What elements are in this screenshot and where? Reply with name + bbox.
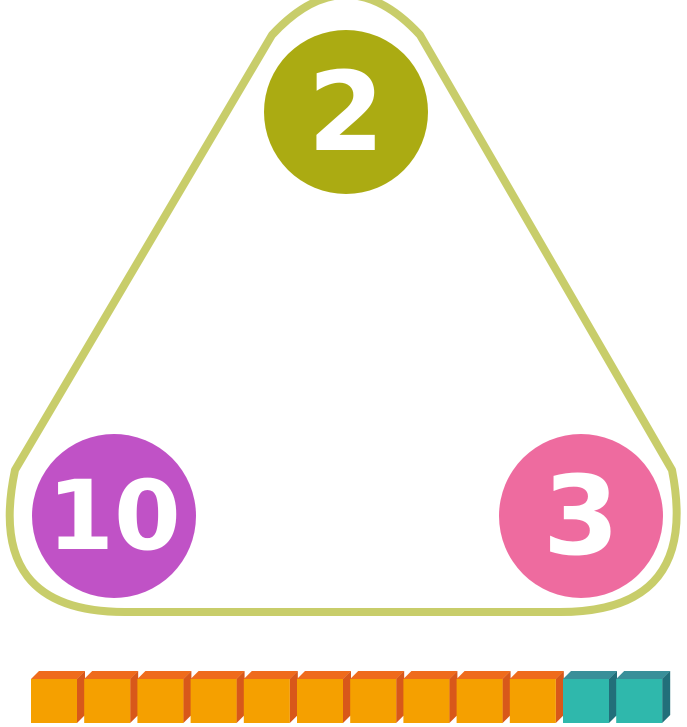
orange-cube	[403, 671, 457, 723]
counting-cubes-row	[31, 671, 670, 723]
right-number: 3	[543, 452, 620, 580]
teal-cube	[616, 671, 670, 723]
orange-cube	[297, 671, 351, 723]
orange-cube	[350, 671, 404, 723]
left-number: 10	[47, 460, 181, 572]
left-number-circle: 10	[32, 434, 196, 598]
top-number-circle: 2	[264, 30, 428, 194]
orange-cube	[191, 671, 245, 723]
orange-cube	[31, 671, 85, 723]
orange-cube	[137, 671, 191, 723]
orange-cube	[457, 671, 511, 723]
orange-cube	[244, 671, 298, 723]
top-number: 2	[308, 48, 385, 176]
orange-cube	[510, 671, 564, 723]
right-number-circle: 3	[499, 434, 663, 598]
orange-cube	[84, 671, 138, 723]
teal-cube	[563, 671, 617, 723]
